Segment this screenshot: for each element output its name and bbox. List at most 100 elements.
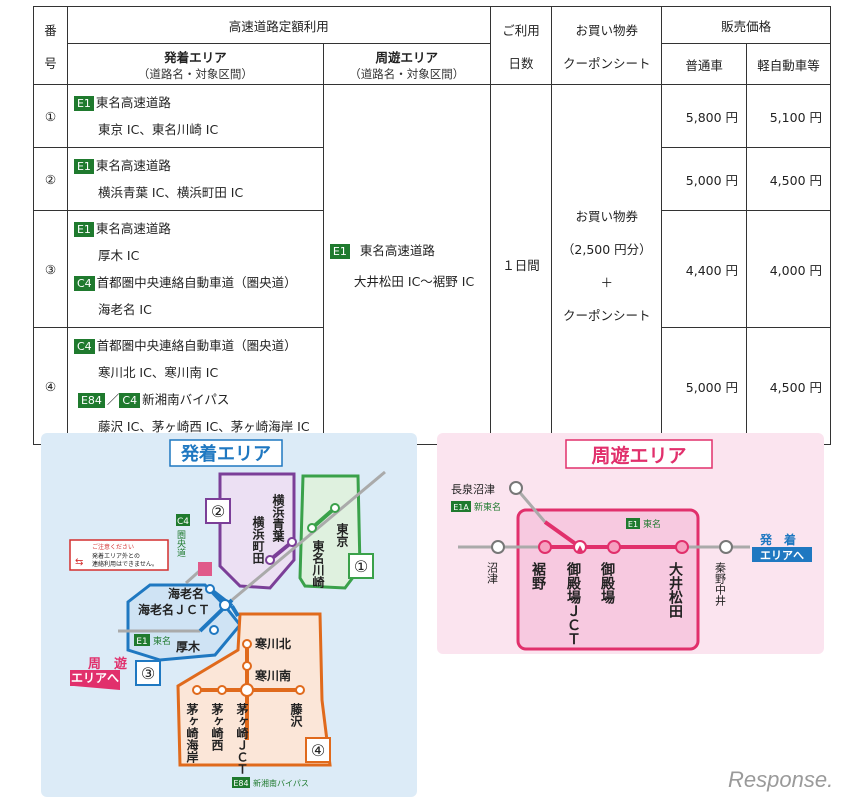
station-label: 横浜町田 [251,515,265,565]
price-regular: 5,800 円 [661,84,748,148]
expressway-badge: C4 [73,276,95,291]
road-name: 新湘南バイパス [142,392,230,407]
no-entry-icon: ⇆ [75,557,83,568]
days-value: １日間 [489,84,553,445]
ic-list: 海老名 IC [97,302,152,317]
header-regular: 普通車 [661,43,748,85]
road-badge-label: 東名 [153,635,171,647]
arrival-map-title: 発着エリア [180,443,271,465]
header-highway: 高速道路定額利用 [66,6,491,44]
tour-route: E1 東名高速道路 大井松田 IC～裾野 IC [322,84,491,445]
road-name: 東名高速道路 [95,221,171,236]
warning-box [69,539,169,571]
header-no: 番号 [33,6,68,85]
road-name: 首都圏中央連絡自動車道（圏央道） [96,338,297,353]
header-kei: 軽自動車等 [746,43,831,85]
area-number: ③ [141,664,155,683]
coupon-value: お買い物券 （2,500 円分） ＋ クーポンシート [551,84,663,445]
station-label: 厚木 [176,639,201,654]
station-label: 長泉沼津 [451,482,495,496]
tour-link-text: エリアへ [71,671,119,685]
header-price: 販売価格 [661,6,831,44]
warning-text: 連絡利用はできません。 [92,560,158,568]
expressway-badge: E84 [77,393,105,408]
arrival-link-text: 発 着 [759,532,796,547]
ic-list: 横浜青葉 IC、横浜町田 IC [97,185,244,200]
blocked-junction-icon [198,562,212,576]
response-watermark: Response. [728,767,834,792]
road-name: 東名高速道路 [95,158,171,173]
station-label: 茅ヶ崎西 [210,702,224,752]
station-label: 寒川南 [254,668,291,683]
separator: ／ [106,392,120,407]
road-name: 東名高速道路 [95,95,171,110]
tour-section: 大井松田 IC～裾野 IC [353,273,475,289]
area-number: ① [354,557,368,576]
road-badge-label: 圏央道 [175,530,186,558]
station-label: 御殿場 [599,561,616,605]
station-label: 東京 [335,522,349,548]
header-coupon: お買い物券クーポンシート [551,6,663,85]
price-kei: 4,000 円 [746,210,831,328]
expressway-badge: C4 [119,393,141,408]
area-2-outline [218,472,296,590]
station-label: 御殿場ＪＣＴ [565,561,582,646]
price-regular: 5,000 円 [661,327,748,445]
road-badge: E1 [628,520,638,529]
station-label: 茅ヶ崎ＪＣＴ [235,702,249,775]
station-label: 海老名ＪＣＴ [138,602,210,617]
expressway-badge: C4 [73,339,95,354]
expressway-badge: E1 [73,222,94,237]
road-badge: E1A [453,503,469,512]
tour-map-title: 周遊エリア [591,444,686,467]
arrival-link-text: エリアへ [760,549,804,562]
warning-text: 発着エリア外との [92,552,140,560]
header-tour-area: 周遊エリア（道路名・対象区間） [322,43,491,85]
station-label: 茅ヶ崎海岸 [185,702,199,764]
header-arrival-area: 発着エリア（道路名・対象区間） [66,43,324,85]
row-number: ① [33,84,68,148]
station-label: 寒川北 [254,636,291,651]
arrival-area-map: 発着エリア 東京 東名川崎 [41,433,417,797]
tour-area-map: 周遊エリア ▲ 長泉沼津 E1A 新東名 E1 東名 沼津 裾野 御殿場ＪＣＴ … [437,433,824,654]
price-kei: 5,100 円 [746,84,831,148]
warning-text: ご注意ください [92,543,134,551]
svg-text:▲: ▲ [577,544,584,554]
fare-table: 番号 高速道路定額利用 ご利用日数 お買い物券クーポンシート 販売価格 発着エリ… [33,6,831,445]
expressway-badge: E1 [73,96,94,111]
price-kei: 4,500 円 [746,327,831,445]
area-number: ② [211,502,225,521]
road-badge-label: 新湘南バイパス [253,778,309,788]
road-badge-label: 新東名 [474,501,501,513]
station-label: 裾野 [530,561,546,591]
station-label: 東名川崎 [311,539,325,589]
station-label: 藤沢 [289,702,303,728]
road-badge: C4 [177,517,189,527]
ic-list: 藤沢 IC、茅ヶ崎西 IC、茅ヶ崎海岸 IC [97,419,310,434]
station-label: 秦野中井 [714,561,727,607]
tour-link-text: 周 遊 [88,656,127,672]
header-days: ご利用日数 [489,6,553,85]
station-label: 海老名 [168,586,204,601]
station-label: 横浜青葉 [271,493,285,543]
station-label: 沼津 [486,561,499,584]
area-number: ④ [311,741,325,760]
road-badge: E1 [136,637,147,647]
station-label: 大井松田 [667,561,683,619]
ic-list: 寒川北 IC、寒川南 IC [97,365,219,380]
road-name: 東名高速道路 [359,242,435,258]
road-name: 首都圏中央連絡自動車道（圏央道） [96,275,297,290]
expressway-badge: E1 [73,159,94,174]
price-regular: 5,000 円 [661,147,748,211]
ic-list: 厚木 IC [97,248,140,263]
expressway-badge: E1 [329,243,350,259]
road-badge: E84 [233,779,248,788]
